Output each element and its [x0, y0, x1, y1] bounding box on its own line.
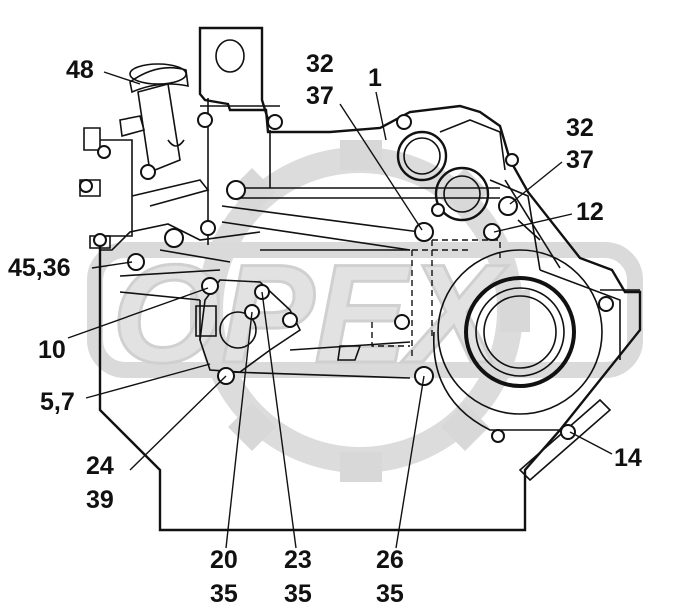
bolt [431, 203, 445, 217]
callout-32-37-top-line1: 32 [306, 50, 334, 78]
bolt [226, 180, 246, 200]
leader-20-35 [225, 311, 253, 549]
callout-45-36: 45,36 [8, 254, 71, 282]
leader-45-36 [91, 261, 133, 269]
callout-26-35-line1: 26 [376, 546, 404, 574]
bolt [560, 424, 576, 440]
callout-10: 10 [38, 336, 66, 364]
bolt [197, 112, 213, 128]
leader-5-7 [85, 363, 211, 399]
leader-32-37-top [339, 103, 423, 231]
leader-1 [375, 91, 387, 141]
leader-48 [103, 71, 141, 85]
callout-26-35-line2: 35 [376, 580, 404, 608]
bolt [598, 296, 614, 312]
leader-12 [493, 213, 573, 233]
leader-lines [67, 71, 613, 549]
callout-5-7: 5,7 [40, 388, 75, 416]
callout-12: 12 [576, 198, 604, 226]
bolt [79, 179, 93, 193]
leader-23-35 [261, 291, 297, 549]
bolt [505, 153, 519, 167]
bolt [282, 312, 298, 328]
leader-32-37-right [509, 161, 563, 205]
bolt [267, 114, 283, 130]
bolt [200, 220, 216, 236]
bolt [414, 222, 434, 242]
callout-20-35-line1: 20 [210, 546, 238, 574]
callout-24-39-line1: 24 [86, 452, 114, 480]
callout-20-35-line2: 35 [210, 580, 238, 608]
bolt [483, 223, 501, 241]
bolt [201, 277, 219, 295]
callout-48: 48 [66, 56, 94, 84]
bolts [79, 112, 614, 443]
bolt [164, 228, 184, 248]
bolt [140, 164, 156, 180]
bolt [93, 233, 107, 247]
callout-23-35-line1: 23 [284, 546, 312, 574]
callout-labels: 48 32 37 1 32 37 12 45,36 10 5,7 24 39 1… [8, 50, 642, 608]
callout-23-35-line2: 35 [284, 580, 312, 608]
leader-24-39 [129, 375, 227, 471]
callout-1: 1 [368, 64, 382, 92]
bolt [396, 114, 412, 130]
bolt [394, 314, 410, 330]
bolt [491, 429, 505, 443]
bolt [97, 145, 111, 159]
leader-10 [67, 287, 209, 339]
callout-14: 14 [614, 444, 642, 472]
callout-24-39-line2: 39 [86, 486, 114, 514]
leader-14 [569, 431, 613, 455]
engine-outline [79, 26, 642, 532]
callout-32-37-right-line1: 32 [566, 114, 594, 142]
callout-32-37-top-line2: 37 [306, 82, 334, 110]
callout-32-37-right-line2: 37 [566, 146, 594, 174]
leader-26-35 [395, 375, 425, 549]
watermark-logo-text: OPEX [112, 235, 509, 392]
